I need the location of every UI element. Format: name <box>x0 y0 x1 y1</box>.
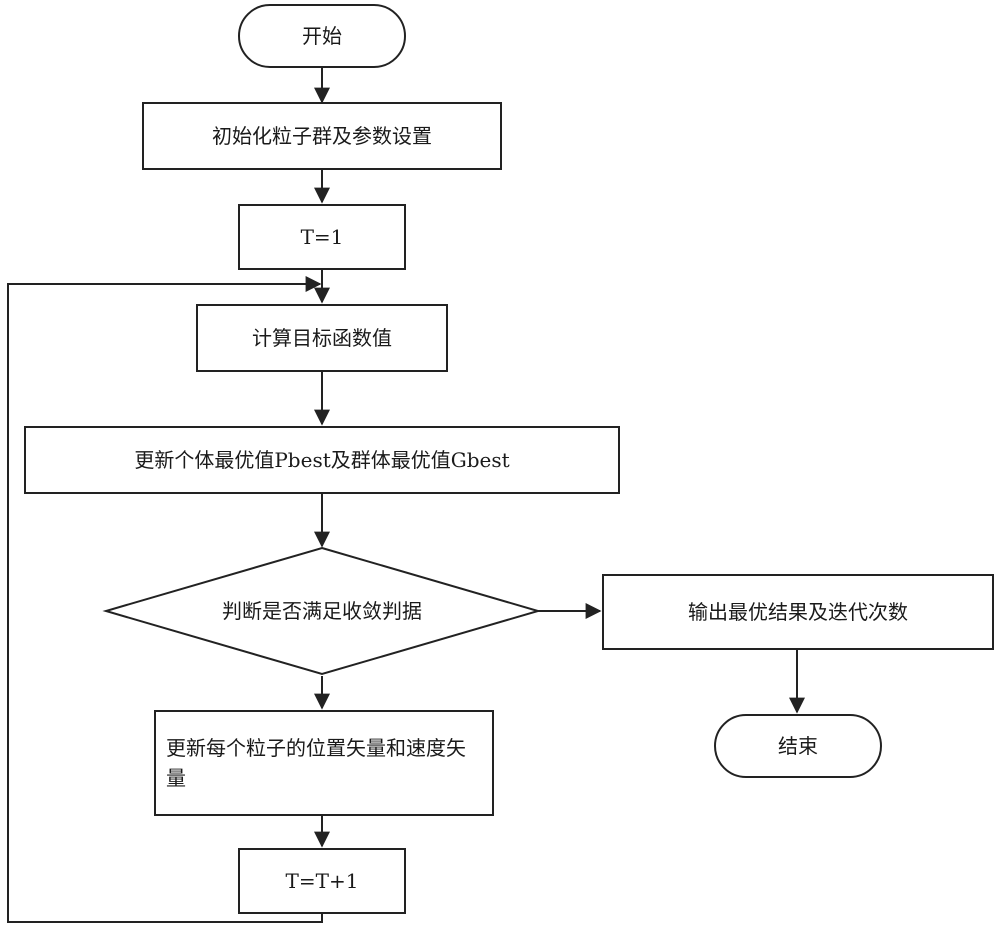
end-label: 结束 <box>778 734 818 758</box>
t-incr-label: T=T+1 <box>285 869 359 893</box>
init-label: 初始化粒子群及参数设置 <box>212 124 432 148</box>
end-terminal: 结束 <box>714 714 882 778</box>
compute-label: 计算目标函数值 <box>252 326 392 350</box>
t-incr-process: T=T+1 <box>238 848 406 914</box>
update-particles-label: 更新每个粒子的位置矢量和速度矢量 <box>166 736 466 790</box>
update-best-process: 更新个体最优值Pbest及群体最优值Gbest <box>24 426 620 494</box>
loop-back-arrow <box>7 276 323 923</box>
compute-process: 计算目标函数值 <box>196 304 448 372</box>
update-particles-process: 更新每个粒子的位置矢量和速度矢量 <box>154 710 494 816</box>
start-terminal: 开始 <box>238 4 406 68</box>
start-label: 开始 <box>302 24 342 48</box>
init-process: 初始化粒子群及参数设置 <box>142 102 502 170</box>
decision-label: 判断是否满足收敛判据 <box>222 599 422 623</box>
t-init-label: T=1 <box>300 225 344 249</box>
update-best-label: 更新个体最优值Pbest及群体最优值Gbest <box>134 448 510 472</box>
decision-diamond <box>102 546 542 676</box>
output-label: 输出最优结果及迭代次数 <box>688 600 908 624</box>
t-init-process: T=1 <box>238 204 406 270</box>
output-process: 输出最优结果及迭代次数 <box>602 574 994 650</box>
decision-node: 判断是否满足收敛判据 <box>160 592 484 630</box>
